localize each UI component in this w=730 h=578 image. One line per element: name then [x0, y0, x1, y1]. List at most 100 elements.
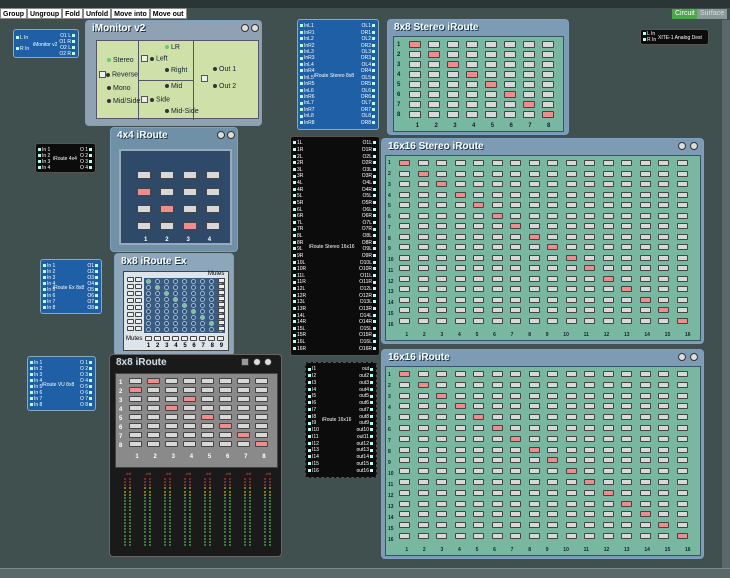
output-port[interactable]: O16L: [359, 339, 377, 345]
crosspoint-button[interactable]: [602, 181, 614, 187]
crosspoint-button[interactable]: [658, 244, 669, 250]
matrix-dot[interactable]: [173, 321, 178, 326]
crosspoint-button[interactable]: [183, 205, 197, 213]
crosspoint-button[interactable]: [584, 254, 595, 261]
output-port[interactable]: out3: [356, 380, 374, 386]
crosspoint-button[interactable]: [510, 265, 521, 271]
crosspoint-button[interactable]: [658, 522, 669, 529]
output-port[interactable]: O5: [87, 287, 99, 293]
crosspoint-button[interactable]: [565, 191, 577, 198]
matrix-dot[interactable]: [182, 309, 187, 314]
crosspoint-button[interactable]: [676, 457, 688, 464]
crosspoint-button[interactable]: [510, 223, 521, 229]
crosspoint-button[interactable]: [129, 405, 142, 411]
crosspoint-button[interactable]: [547, 202, 558, 208]
crosspoint-button[interactable]: [602, 522, 614, 529]
crosspoint-button[interactable]: [658, 275, 669, 282]
crosspoint-button[interactable]: [454, 181, 466, 187]
mute-button[interactable]: [135, 305, 142, 310]
crosspoint-button[interactable]: [658, 254, 669, 261]
crosspoint-button[interactable]: [454, 202, 466, 208]
crosspoint-button[interactable]: [399, 435, 410, 442]
reverse-option[interactable]: Reverse: [99, 71, 138, 78]
crosspoint-button[interactable]: [639, 457, 651, 464]
crosspoint-button[interactable]: [676, 511, 688, 518]
right-option[interactable]: Right: [165, 67, 187, 74]
crosspoint-button[interactable]: [528, 457, 540, 464]
output-port[interactable]: O6: [87, 293, 99, 299]
matrix-dot[interactable]: [164, 303, 169, 308]
crosspoint-button[interactable]: [547, 296, 558, 303]
crosspoint-button[interactable]: [565, 424, 577, 431]
crosspoint-button[interactable]: [183, 222, 197, 230]
crosspoint-button[interactable]: [160, 222, 174, 230]
close-icon[interactable]: [690, 142, 698, 150]
matrix-dot[interactable]: [182, 297, 187, 302]
crosspoint-button[interactable]: [547, 244, 558, 250]
output-port[interactable]: OL2: [361, 36, 376, 42]
crosspoint-button[interactable]: [417, 170, 429, 177]
side-option[interactable]: Side: [141, 96, 170, 103]
matrix-dot[interactable]: [191, 309, 196, 314]
output-port[interactable]: O9R: [359, 253, 377, 259]
input-port[interactable]: 3R: [293, 173, 306, 179]
input-port[interactable]: I10: [308, 427, 319, 433]
crosspoint-button[interactable]: [183, 414, 196, 420]
crosspoint-button[interactable]: [602, 500, 614, 507]
crosspoint-button[interactable]: [510, 414, 521, 421]
input-port[interactable]: 7L: [293, 220, 306, 226]
crosspoint-button[interactable]: [523, 71, 535, 78]
output-port[interactable]: O1R: [359, 147, 377, 153]
crosspoint-button[interactable]: [658, 403, 669, 410]
crosspoint-button[interactable]: [165, 414, 178, 420]
crosspoint-button[interactable]: [428, 111, 440, 118]
input-port[interactable]: 12L: [293, 286, 306, 292]
output-port[interactable]: O 4: [80, 378, 93, 384]
output-port[interactable]: out: [356, 366, 374, 372]
matrix-dot[interactable]: [164, 327, 169, 332]
crosspoint-button[interactable]: [676, 522, 688, 529]
crosspoint-button[interactable]: [547, 532, 558, 539]
crosspoint-button[interactable]: [399, 414, 410, 421]
minimize-icon[interactable]: [678, 353, 686, 361]
output-port[interactable]: O4R: [359, 187, 377, 193]
output-port[interactable]: out16: [356, 468, 374, 474]
output-port[interactable]: O4L: [359, 180, 377, 186]
crosspoint-button[interactable]: [584, 275, 595, 282]
input-port[interactable]: 10R: [293, 266, 306, 272]
crosspoint-button[interactable]: [417, 403, 429, 410]
matrix-dot[interactable]: [146, 297, 151, 302]
input-port[interactable]: I12: [308, 441, 319, 447]
output-port[interactable]: O 8: [80, 402, 93, 408]
crosspoint-button[interactable]: [206, 171, 220, 179]
crosspoint-button[interactable]: [676, 254, 688, 261]
crosspoint-button[interactable]: [454, 403, 466, 410]
input-port[interactable]: I14: [308, 454, 319, 460]
crosspoint-button[interactable]: [658, 181, 669, 187]
crosspoint-button[interactable]: [436, 296, 447, 303]
crosspoint-button[interactable]: [547, 181, 558, 187]
crosspoint-button[interactable]: [510, 522, 521, 529]
crosspoint-button[interactable]: [565, 265, 577, 271]
matrix-dot[interactable]: [164, 285, 169, 290]
matrix-dot[interactable]: [182, 315, 187, 320]
crosspoint-button[interactable]: [565, 371, 577, 377]
output-port[interactable]: O1: [87, 263, 99, 269]
output-port[interactable]: O14L: [359, 313, 377, 319]
close-icon[interactable]: [227, 131, 235, 139]
crosspoint-button[interactable]: [399, 160, 410, 166]
output-port[interactable]: O8L: [359, 233, 377, 239]
crosspoint-button[interactable]: [237, 432, 250, 438]
crosspoint-button[interactable]: [565, 254, 577, 261]
crosspoint-button[interactable]: [504, 61, 516, 68]
crosspoint-button[interactable]: [621, 511, 632, 518]
crosspoint-button[interactable]: [510, 457, 521, 464]
crosspoint-button[interactable]: [237, 441, 250, 447]
crosspoint-button[interactable]: [137, 188, 151, 196]
crosspoint-button[interactable]: [491, 381, 503, 388]
crosspoint-button[interactable]: [602, 223, 614, 229]
crosspoint-button[interactable]: [485, 111, 497, 118]
crosspoint-button[interactable]: [219, 414, 232, 420]
crosspoint-button[interactable]: [621, 233, 632, 240]
matrix-dot[interactable]: [155, 327, 160, 332]
